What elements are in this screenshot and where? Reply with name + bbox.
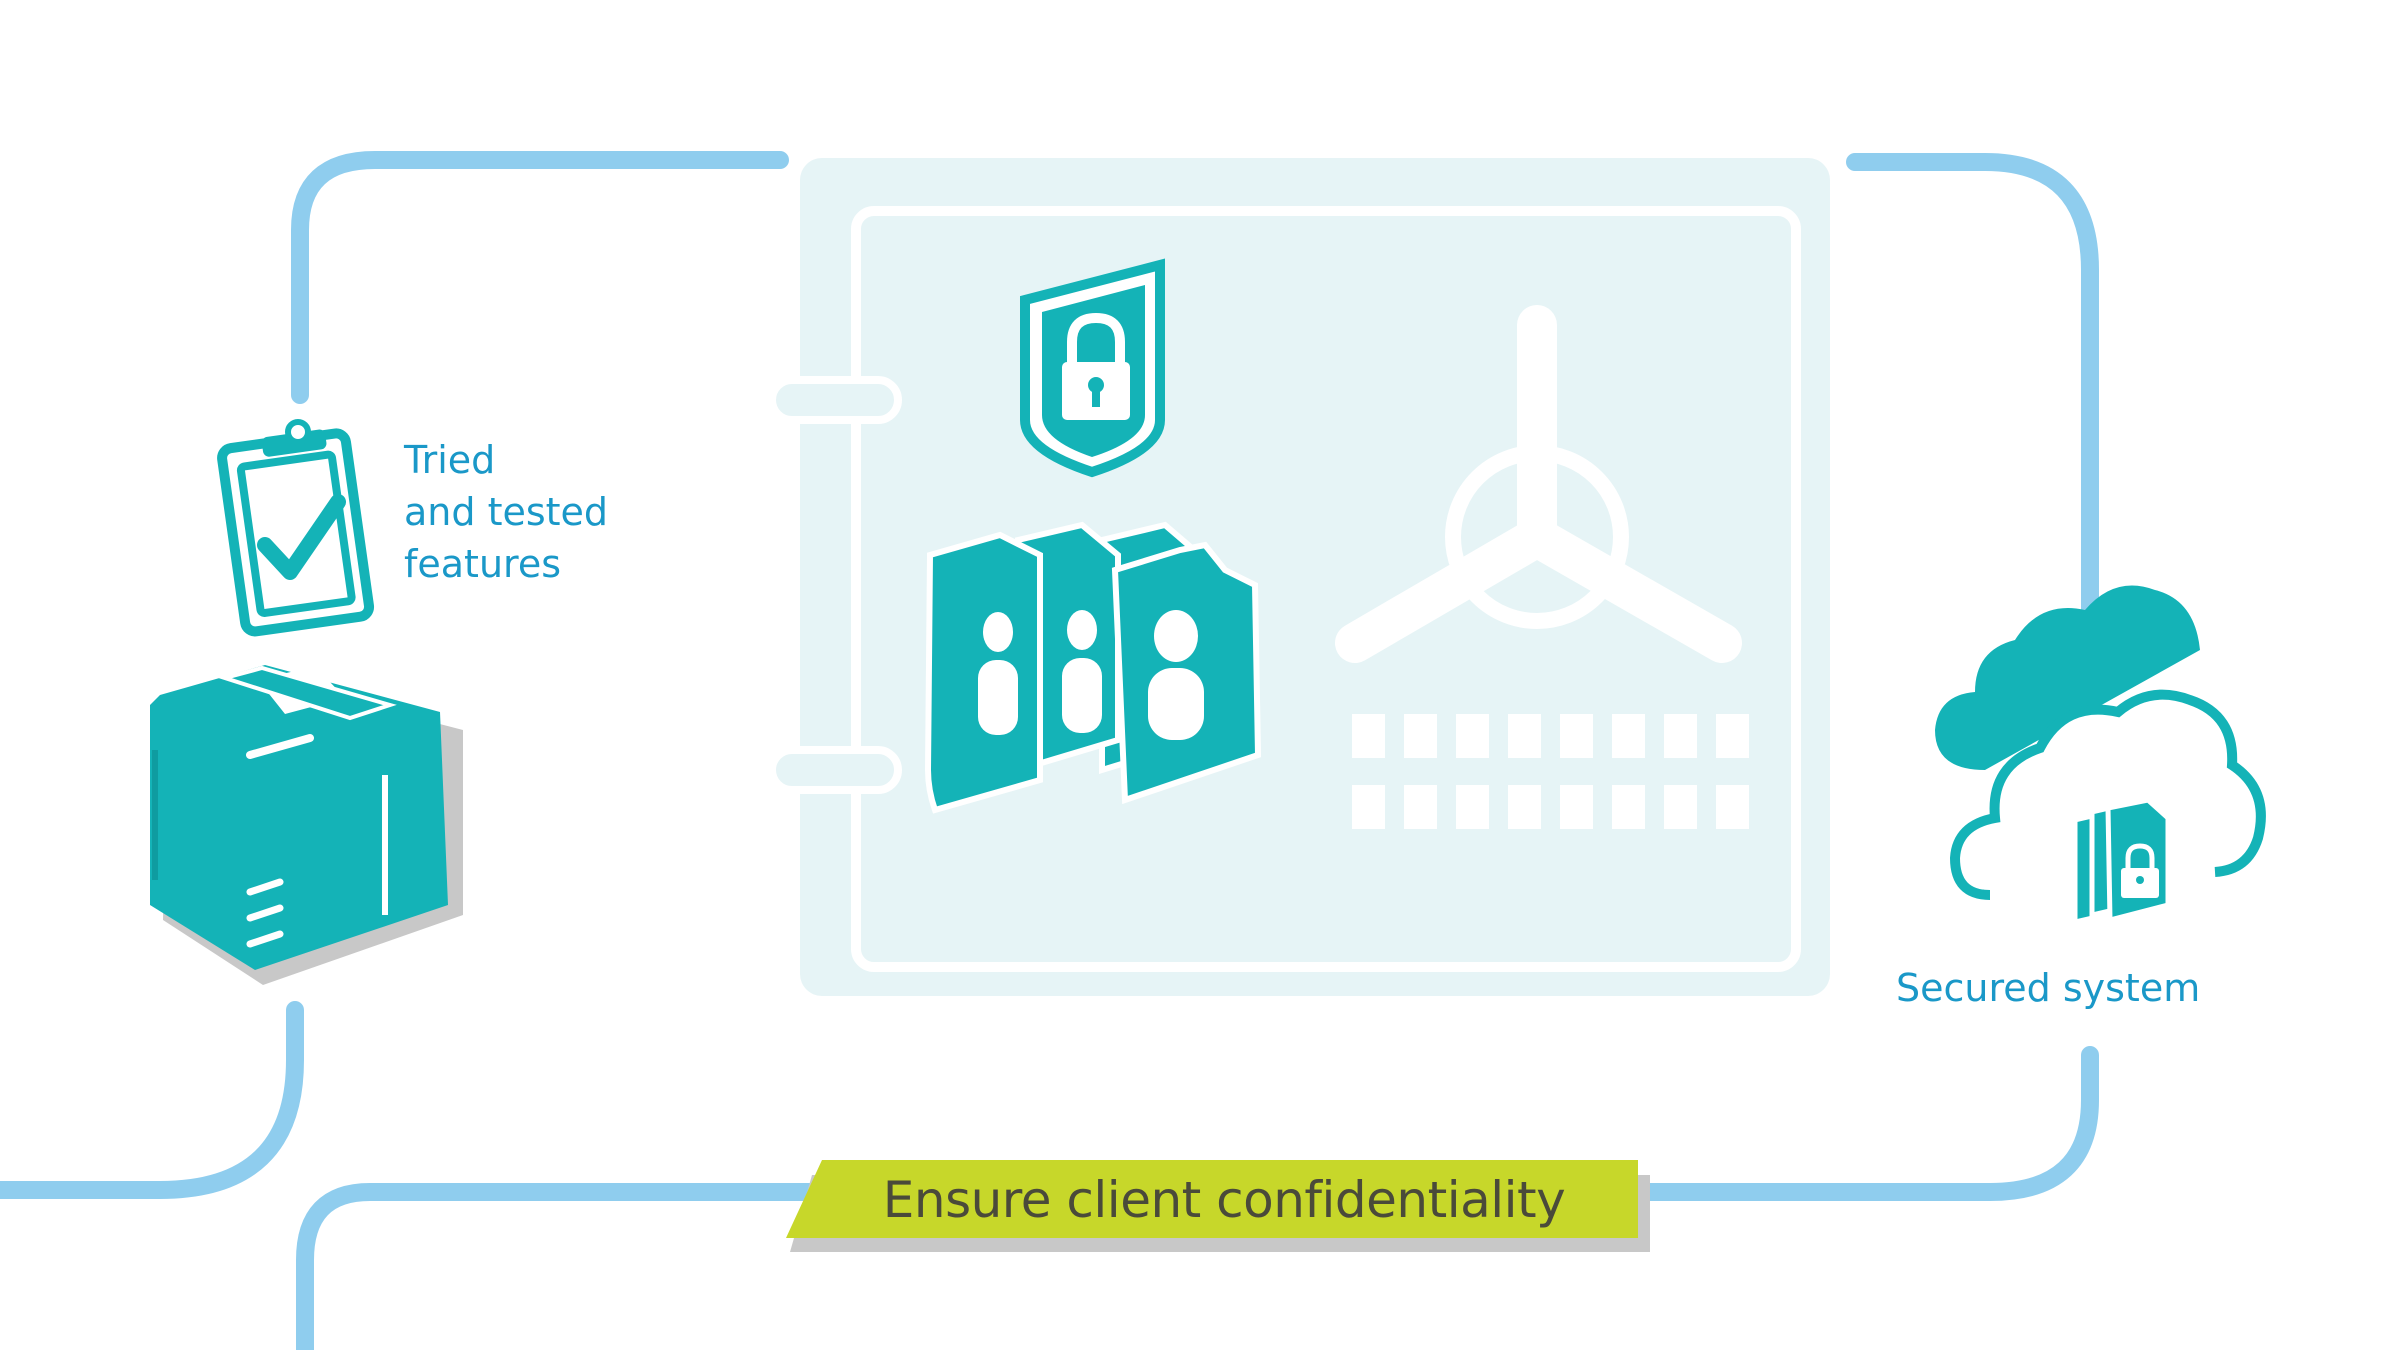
user-documents-icon xyxy=(924,521,1262,814)
tried-line-1: Tried xyxy=(404,438,496,482)
connector-lines xyxy=(0,151,2099,1350)
cloud-lock-icon xyxy=(1935,585,2266,926)
safe-dial xyxy=(1335,305,1742,663)
tried-line-2: and tested xyxy=(404,490,609,534)
tried-and-tested-label: Tried and tested features xyxy=(404,434,608,590)
secured-system-label: Secured system xyxy=(1896,966,2201,1010)
confidentiality-banner: Ensure client confidentiality xyxy=(882,1171,1566,1229)
printer-icon xyxy=(150,665,463,985)
safe-keypad xyxy=(1352,714,1749,829)
shield-lock-icon xyxy=(1020,258,1165,478)
clipboard-check-icon xyxy=(217,419,375,637)
tried-line-3: features xyxy=(404,542,561,586)
banner-shape xyxy=(786,1160,1650,1252)
